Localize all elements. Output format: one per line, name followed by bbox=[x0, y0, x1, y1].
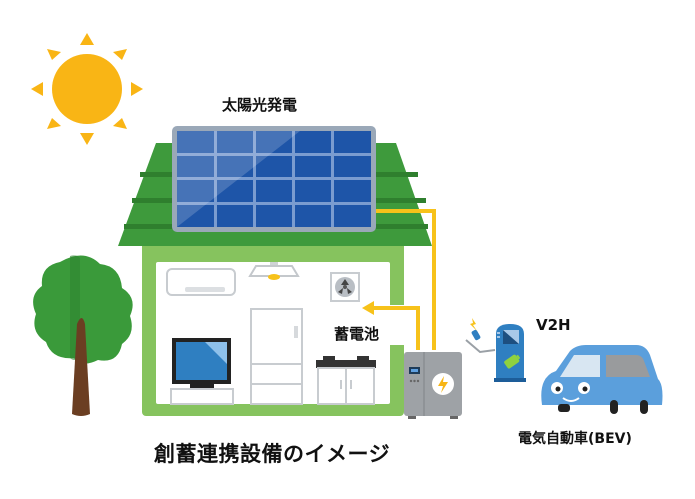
electric-car bbox=[541, 345, 663, 414]
solar-power-label: 太陽光発電 bbox=[222, 96, 298, 114]
arrow-head-icon bbox=[362, 301, 374, 315]
electric-vehicle-label: 電気自動車(BEV) bbox=[518, 431, 632, 447]
diagram-title: 創蓄連携設備のイメージ bbox=[154, 442, 391, 466]
battery-label: 蓄電池 bbox=[334, 325, 380, 343]
solar-panel bbox=[172, 126, 376, 232]
television bbox=[170, 338, 234, 405]
sun-icon bbox=[31, 33, 143, 145]
stove-cabinet bbox=[316, 356, 376, 405]
tree-icon bbox=[33, 255, 133, 416]
ventilation-fan bbox=[330, 272, 360, 302]
v2h-charger bbox=[470, 318, 526, 382]
ceiling-light bbox=[248, 262, 300, 280]
wires bbox=[370, 209, 496, 354]
refrigerator bbox=[250, 308, 303, 405]
air-conditioner bbox=[166, 268, 236, 296]
v2h-label: V2H bbox=[536, 316, 571, 334]
battery-unit bbox=[404, 352, 462, 419]
